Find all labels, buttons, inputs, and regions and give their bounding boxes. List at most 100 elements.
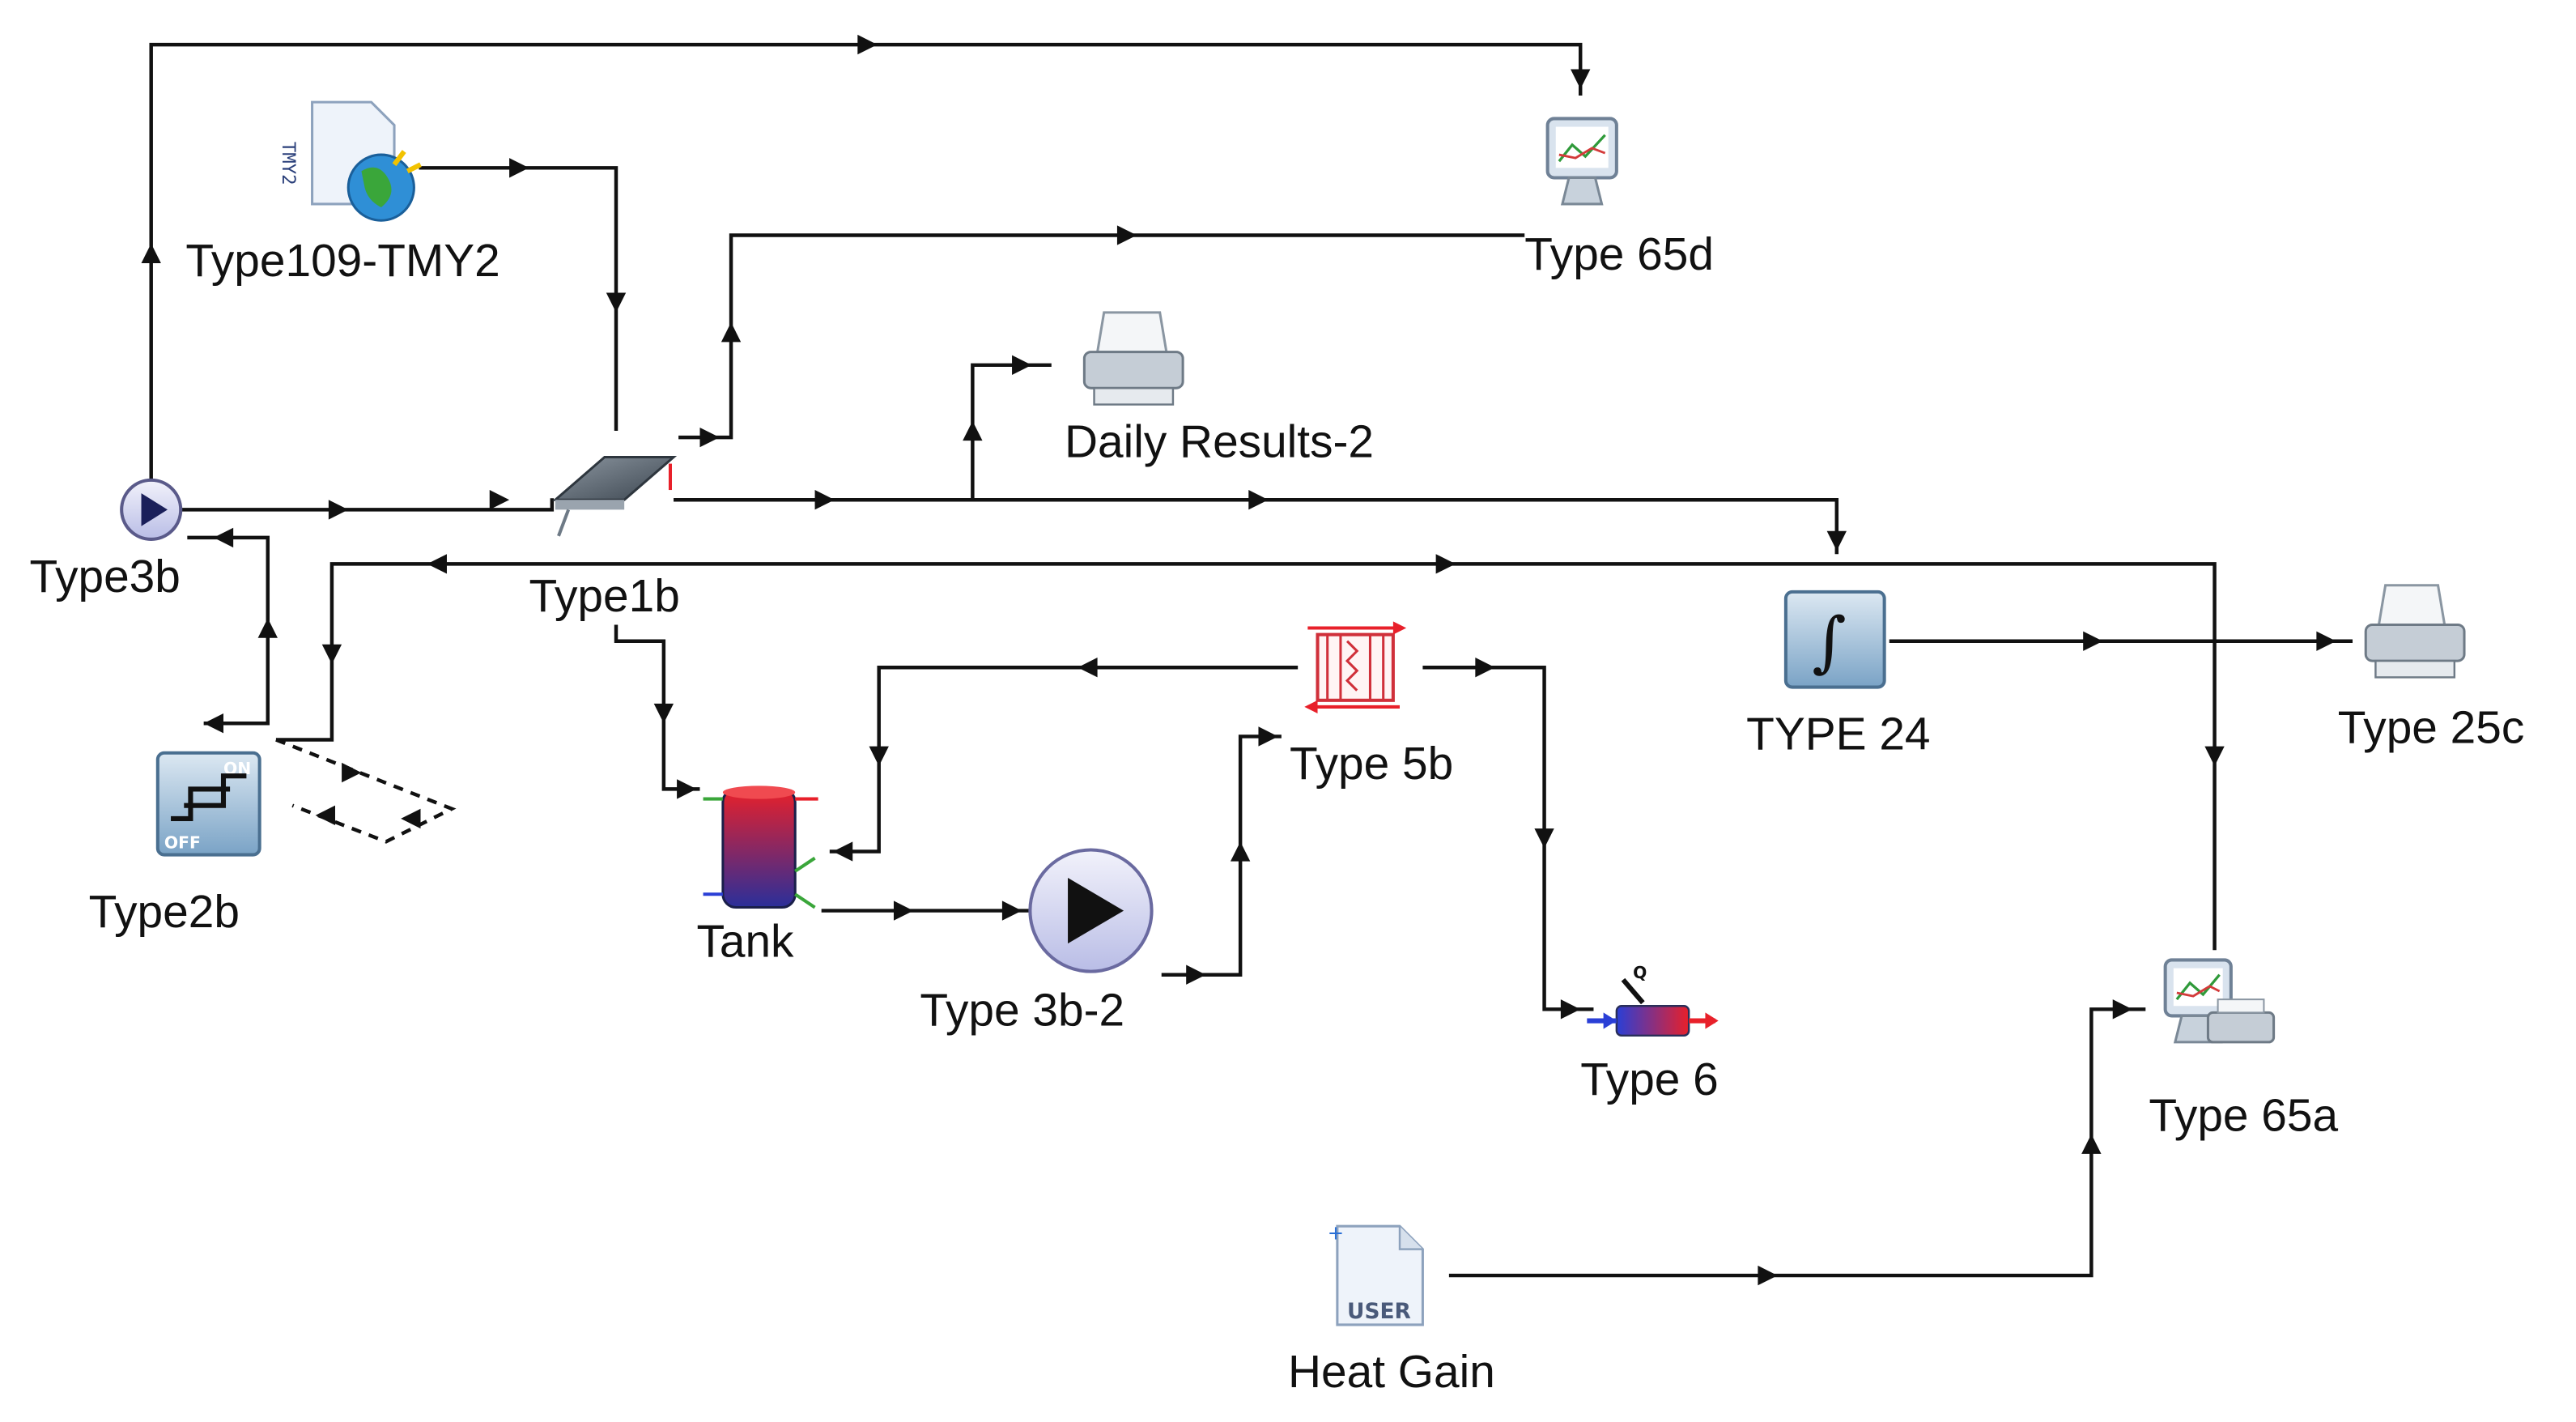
type65d-component[interactable]: Type 65d	[1524, 117, 1714, 280]
integral-symbol: ∫	[1812, 604, 1846, 680]
arrow-left	[401, 808, 421, 829]
heat-exchanger-icon	[1304, 621, 1407, 714]
daily-results-component[interactable]: Daily Results-2	[1065, 311, 1374, 468]
type2b-component[interactable]: ON OFF Type2b	[89, 751, 261, 938]
plus-icon: +	[1328, 1220, 1344, 1244]
link-type5b-type6	[1422, 665, 1594, 1011]
arrow-right	[2083, 631, 2103, 651]
arrow-up	[721, 322, 742, 343]
arrow-right	[1560, 999, 1581, 1020]
arrow-up	[141, 243, 161, 264]
arrow-up	[1230, 841, 1251, 862]
arrow-right	[342, 762, 362, 783]
link-type3b-type1b	[181, 498, 555, 512]
link-type3b2-type5b	[1161, 734, 1282, 977]
type6-label: Type 6	[1580, 1054, 1719, 1105]
arrow-right	[1248, 490, 1269, 510]
arrow-down	[606, 292, 627, 313]
arrow-right	[2112, 999, 2133, 1020]
type3b2-component[interactable]: Type 3b-2	[920, 848, 1154, 1037]
arrow-right	[699, 427, 720, 448]
arrow-right	[1012, 355, 1032, 376]
arrow-right	[893, 900, 914, 921]
printer-icon	[1082, 311, 1184, 406]
link-type1b-daily	[971, 363, 1052, 500]
arrow-right	[1186, 964, 1206, 985]
type109-label: Type109-TMY2	[185, 236, 499, 287]
weather-data-icon: TMY2	[278, 100, 422, 222]
storage-tank-icon	[703, 786, 818, 909]
user-data-file-icon: USER +	[1328, 1220, 1424, 1326]
type3b-label: Type3b	[30, 551, 181, 602]
arrow-down	[2204, 746, 2225, 766]
off-text: OFF	[164, 832, 201, 852]
tmy2-badge: TMY2	[278, 142, 299, 185]
arrow-right	[857, 34, 878, 55]
auxiliary-heater-icon: Q	[1587, 963, 1719, 1037]
printer-icon	[2364, 584, 2466, 679]
integrator-icon: ∫	[1783, 590, 1886, 689]
type5b-component[interactable]: Type 5b	[1290, 621, 1453, 790]
arrow-down	[1534, 828, 1554, 849]
pump-icon	[120, 478, 183, 541]
daily-results-label: Daily Results-2	[1065, 416, 1374, 467]
arrow-left	[315, 805, 335, 826]
tank-label: Tank	[696, 916, 794, 967]
type25c-label: Type 25c	[2338, 703, 2525, 754]
arrow-right	[814, 490, 835, 510]
link-type109-type1b	[419, 166, 618, 431]
type2b-label: Type2b	[89, 887, 240, 938]
type3b-component[interactable]: Type3b	[30, 478, 183, 602]
arrow-right	[1758, 1265, 1778, 1286]
link-heatgain-type65a	[1448, 1007, 2146, 1278]
arrow-right	[489, 490, 510, 510]
type3b2-label: Type 3b-2	[920, 986, 1124, 1037]
type109-component[interactable]: TMY2 Type109-TMY2	[185, 100, 500, 287]
arrow-right	[1001, 900, 1022, 921]
connection-lines	[149, 42, 2353, 1278]
heatgain-component[interactable]: USER + Heat Gain	[1288, 1220, 1495, 1398]
arrow-left	[832, 841, 853, 862]
solar-collector-icon	[551, 455, 678, 537]
link-type1b-type2b	[275, 562, 2217, 951]
controller-icon: ON OFF	[155, 751, 261, 857]
user-badge: USER	[1347, 1300, 1411, 1324]
arrow-right	[1116, 225, 1137, 245]
arrow-up	[963, 420, 983, 441]
type65a-label: Type 65a	[2149, 1090, 2338, 1141]
tank-component[interactable]: Tank	[696, 786, 818, 967]
type65a-component[interactable]: Type 65a	[2149, 958, 2339, 1141]
arrow-right	[509, 158, 529, 178]
arrow-right	[328, 500, 349, 520]
link-controller-dashed	[275, 738, 457, 844]
arrow-right	[1475, 658, 1495, 678]
link-type2b-type3b	[187, 535, 270, 726]
arrow-down	[869, 746, 889, 766]
heatgain-label: Heat Gain	[1288, 1347, 1495, 1398]
arrow-down	[1571, 69, 1591, 89]
arrow-left	[203, 713, 223, 734]
link-type1b-type24	[674, 497, 1839, 555]
type24-label: TYPE 24	[1746, 709, 1930, 760]
arrow-down	[1826, 530, 1847, 551]
type25c-component[interactable]: Type 25c	[2338, 584, 2525, 754]
pump-icon	[1028, 848, 1154, 973]
q-text: Q	[1633, 963, 1647, 982]
arrow-left	[427, 554, 447, 574]
link-type1b-tank	[614, 624, 700, 791]
type5b-label: Type 5b	[1290, 739, 1453, 790]
link-type5b-tank	[829, 665, 1299, 854]
type1b-component[interactable]: Type1b	[529, 455, 680, 622]
arrow-right	[1435, 554, 1456, 574]
monitor-plot-icon	[1545, 117, 1618, 206]
type65d-label: Type 65d	[1524, 229, 1714, 280]
arrow-left	[1078, 658, 1098, 678]
type1b-label: Type1b	[529, 571, 679, 622]
arrow-right	[1258, 726, 1278, 747]
type24-component[interactable]: ∫ TYPE 24	[1746, 590, 1931, 760]
flow-arrows	[141, 34, 2336, 1286]
arrow-down	[653, 703, 674, 724]
type6-component[interactable]: Q Type 6	[1580, 963, 1719, 1105]
arrow-down	[321, 644, 342, 665]
